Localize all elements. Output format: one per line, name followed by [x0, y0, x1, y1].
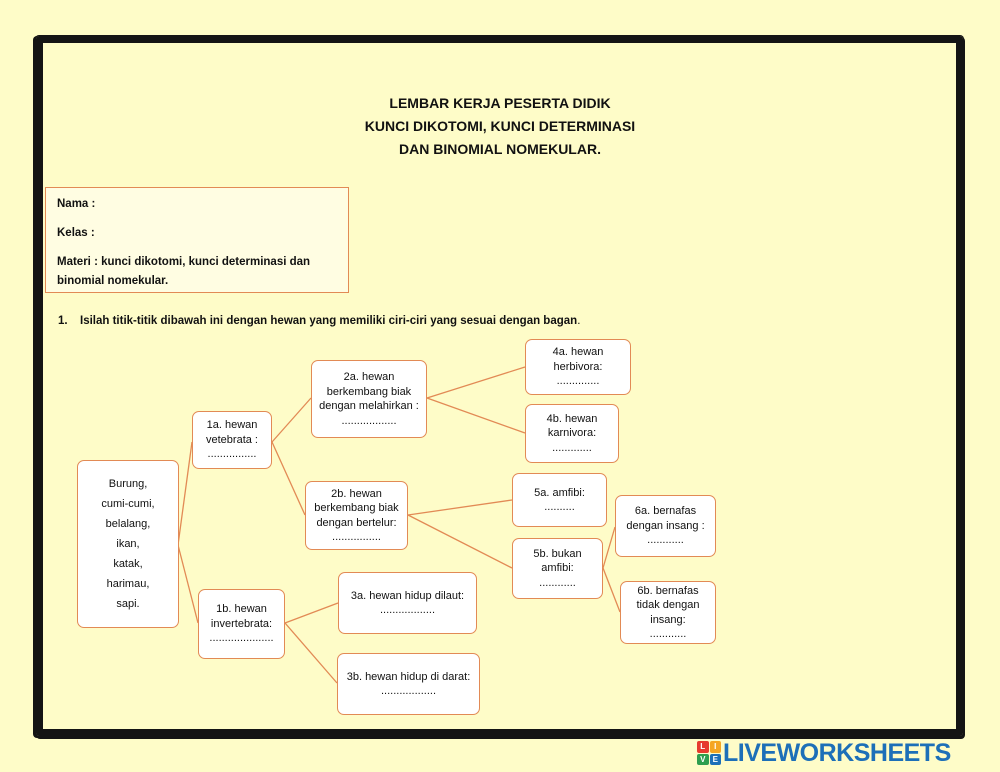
- root-item: harimau,: [106, 578, 150, 590]
- node-2a-melahirkan: 2a. hewan berkembang biak dengan melahir…: [311, 360, 427, 438]
- connector-1a-2a: [271, 397, 312, 443]
- node-6a-insang: 6a. bernafas dengan insang : ...........…: [615, 495, 716, 557]
- node-text: invertebrata:: [210, 617, 273, 630]
- connector-1b-3a: [284, 602, 339, 624]
- node-text: dengan insang :: [626, 519, 705, 532]
- connector-5b-6a: [602, 526, 616, 569]
- answer-blank-1a[interactable]: ................: [207, 448, 257, 461]
- title-line-1: LEMBAR KERJA PESERTA DIDIK: [389, 95, 611, 111]
- answer-blank-3b[interactable]: ..................: [380, 685, 436, 697]
- node-text: 6a. bernafas: [634, 505, 697, 518]
- materi-line-1: Materi : kunci dikotomi, kunci determina…: [57, 256, 311, 268]
- instruction-end: .: [577, 315, 581, 327]
- worksheet-title: LEMBAR KERJA PESERTA DIDIK KUNCI DIKOTOM…: [0, 92, 1000, 161]
- answer-blank-5b[interactable]: ............: [539, 576, 576, 589]
- root-item: ikan,: [116, 538, 140, 550]
- connector-2a-4b: [426, 397, 526, 434]
- node-1a-vertebrata: 1a. hewan vetebrata : ................: [192, 411, 272, 469]
- connector-root-1b: [177, 544, 199, 624]
- node-text: karnivora:: [547, 427, 597, 440]
- liveworksheets-logo-icon: L I V E: [697, 741, 721, 765]
- node-root-animals: Burung, cumi-cumi, belalang, ikan, katak…: [77, 460, 179, 628]
- nama-label: Nama :: [57, 198, 96, 210]
- answer-blank-4a[interactable]: ..............: [556, 375, 600, 388]
- root-item: sapi.: [116, 598, 140, 610]
- answer-blank-2a[interactable]: ..................: [341, 414, 397, 427]
- connector-root-1a: [177, 441, 193, 546]
- connector-2b-5a: [407, 499, 513, 516]
- logo-letter: I: [709, 741, 721, 753]
- connector-1a-2b: [271, 441, 306, 516]
- node-3a-laut: 3a. hewan hidup dilaut: ................…: [338, 572, 477, 634]
- node-4b-karnivora: 4b. hewan karnivora: .............: [525, 404, 619, 463]
- node-text: 1a. hewan: [206, 419, 258, 432]
- root-item: Burung,: [108, 478, 148, 490]
- node-4a-herbivora: 4a. hewan herbivora: ..............: [525, 339, 631, 395]
- node-text: 5a. amfibi:: [534, 486, 585, 499]
- node-text: 1b. hewan: [216, 603, 267, 616]
- node-text: vetebrata :: [206, 433, 258, 446]
- answer-blank-4b[interactable]: .............: [552, 441, 592, 454]
- node-text: 4b. hewan: [546, 412, 598, 425]
- node-text: 2b. hewan: [331, 487, 382, 500]
- answer-blank-6b[interactable]: ............: [649, 628, 687, 640]
- title-line-2: KUNCI DIKOTOMI, KUNCI DETERMINASI: [364, 118, 636, 134]
- connector-5b-6b: [602, 567, 621, 613]
- node-text: 4a. hewan: [552, 346, 604, 359]
- node-text: berkembang biak: [314, 502, 399, 514]
- node-3b-darat: 3b. hewan hidup di darat: ..............…: [337, 653, 480, 715]
- kelas-label: Kelas :: [57, 227, 95, 239]
- node-text: 6b. bernafas: [637, 584, 699, 597]
- node-text: 3a. hewan hidup dilaut:: [350, 589, 465, 602]
- root-item: belalang,: [105, 518, 151, 530]
- answer-blank-6a[interactable]: ............: [647, 534, 684, 547]
- answer-blank-3a[interactable]: ..................: [379, 604, 435, 616]
- connector-2a-4a: [426, 366, 526, 399]
- worksheet-frame: [36, 36, 963, 736]
- root-item: katak,: [113, 558, 143, 570]
- title-line-3: DAN BINOMIAL NOMEKULAR.: [399, 141, 601, 157]
- node-1b-invertebrata: 1b. hewan invertebrata: ................…: [198, 589, 285, 659]
- node-5b-bukan-amfibi: 5b. bukan amfibi: ............: [512, 538, 603, 599]
- liveworksheets-brand[interactable]: L I V E LIVEWORKSHEETS: [697, 738, 951, 768]
- node-6b-tidak-insang: 6b. bernafas tidak dengan insang: ......…: [620, 581, 716, 644]
- materi-line-2: binomial nomekular.: [57, 275, 169, 287]
- connector-1b-3b: [284, 622, 338, 684]
- node-text: amfibi:: [541, 562, 574, 575]
- node-text: tidak dengan: [636, 599, 700, 611]
- connector-2b-5b: [407, 514, 513, 569]
- node-text: berkembang biak: [326, 385, 412, 398]
- answer-blank-1b[interactable]: .....................: [209, 632, 274, 645]
- node-text: herbivora:: [553, 360, 603, 373]
- node-2b-bertelur: 2b. hewan berkembang biak dengan bertelu…: [305, 481, 408, 550]
- node-text: dengan bertelur:: [316, 516, 397, 529]
- node-text: 2a. hewan: [343, 371, 395, 383]
- brand-text: LIVEWORKSHEETS: [723, 738, 951, 767]
- node-5a-amfibi: 5a. amfibi: ..........: [512, 473, 607, 527]
- logo-letter: L: [697, 741, 709, 753]
- answer-blank-2b[interactable]: ................: [332, 531, 381, 543]
- materi-label: Materi : kunci dikotomi, kunci determina…: [57, 253, 338, 291]
- answer-blank-5a[interactable]: ..........: [544, 501, 575, 513]
- node-text: dengan melahirkan :: [319, 400, 419, 412]
- instruction-text: Isilah titik-titik dibawah ini dengan he…: [80, 315, 578, 327]
- root-item: cumi-cumi,: [101, 498, 155, 510]
- node-text: insang:: [650, 613, 686, 626]
- instruction: 1. Isilah titik-titik dibawah ini dengan …: [58, 315, 580, 327]
- logo-letter: E: [709, 753, 721, 765]
- logo-letter: V: [697, 753, 709, 765]
- node-text: 3b. hewan hidup di darat:: [346, 670, 471, 683]
- instruction-number: 1.: [58, 315, 68, 327]
- student-info-box: Nama : Kelas : Materi : kunci dikotomi, …: [45, 187, 349, 293]
- node-text: 5b. bukan: [533, 547, 582, 560]
